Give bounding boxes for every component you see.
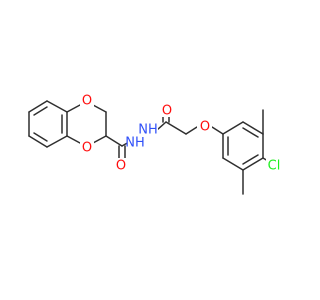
carbonyl-oxygen-left-atom: O	[114, 158, 128, 174]
bond-ch2-to-ether-o	[185, 126, 198, 135]
molecule-structure-canvas: O O O NH NH O O Cl	[28, 93, 282, 195]
bond-aryl-e	[222, 157, 244, 171]
bond-benzene-b	[46, 100, 68, 113]
hydrazide-n2-atom: NH	[138, 122, 158, 138]
ring-oxygen-bottom-label: O	[82, 141, 92, 156]
bond-n2-to-carbonyl	[156, 121, 167, 131]
carbonyl-oxygen-right-label: O	[162, 104, 172, 119]
bond-benzene-e	[28, 135, 48, 148]
bond-benzene-d	[46, 135, 68, 148]
chlorine-atom: Cl	[266, 158, 282, 174]
bond-aryl-a	[222, 121, 244, 135]
bond-benzene-inner-a	[33, 106, 48, 116]
bond-aryl-inner-b	[242, 154, 259, 165]
bond-layer	[28, 100, 274, 195]
bond-benzene-a	[28, 100, 48, 113]
ether-oxygen-atom: O	[197, 120, 212, 135]
ring-oxygen-bottom-atom: O	[80, 141, 94, 156]
ring-oxygen-top-label: O	[82, 94, 92, 109]
bond-dioxane-a	[66, 104, 81, 113]
chlorine-label: Cl	[268, 159, 281, 174]
hydrazide-n1-atom: NH	[125, 135, 145, 151]
bond-aryl-inner-a	[242, 127, 259, 138]
carbonyl-oxygen-right-atom: O	[160, 103, 174, 119]
ring-oxygen-top-atom: O	[80, 93, 94, 109]
ether-oxygen-label: O	[200, 120, 210, 135]
bond-chiral-to-carbonyl	[105, 135, 123, 147]
bond-benzene-inner-c	[33, 132, 48, 142]
bond-dioxane-b	[92, 104, 107, 113]
bond-ether-o-to-ring	[211, 126, 224, 135]
hydrazide-n2-label: NH	[138, 123, 158, 138]
bond-aryl-b	[242, 121, 264, 135]
bond-dioxane-e	[66, 135, 81, 144]
bond-carbonyl-to-ch2	[165, 121, 187, 135]
atom-label-layer: O O O NH NH O O Cl	[80, 93, 282, 174]
carbonyl-oxygen-left-label: O	[116, 159, 126, 174]
bond-aryl-d	[242, 157, 264, 171]
hydrazide-n1-label: NH	[125, 136, 145, 151]
bond-dioxane-d	[92, 135, 107, 144]
